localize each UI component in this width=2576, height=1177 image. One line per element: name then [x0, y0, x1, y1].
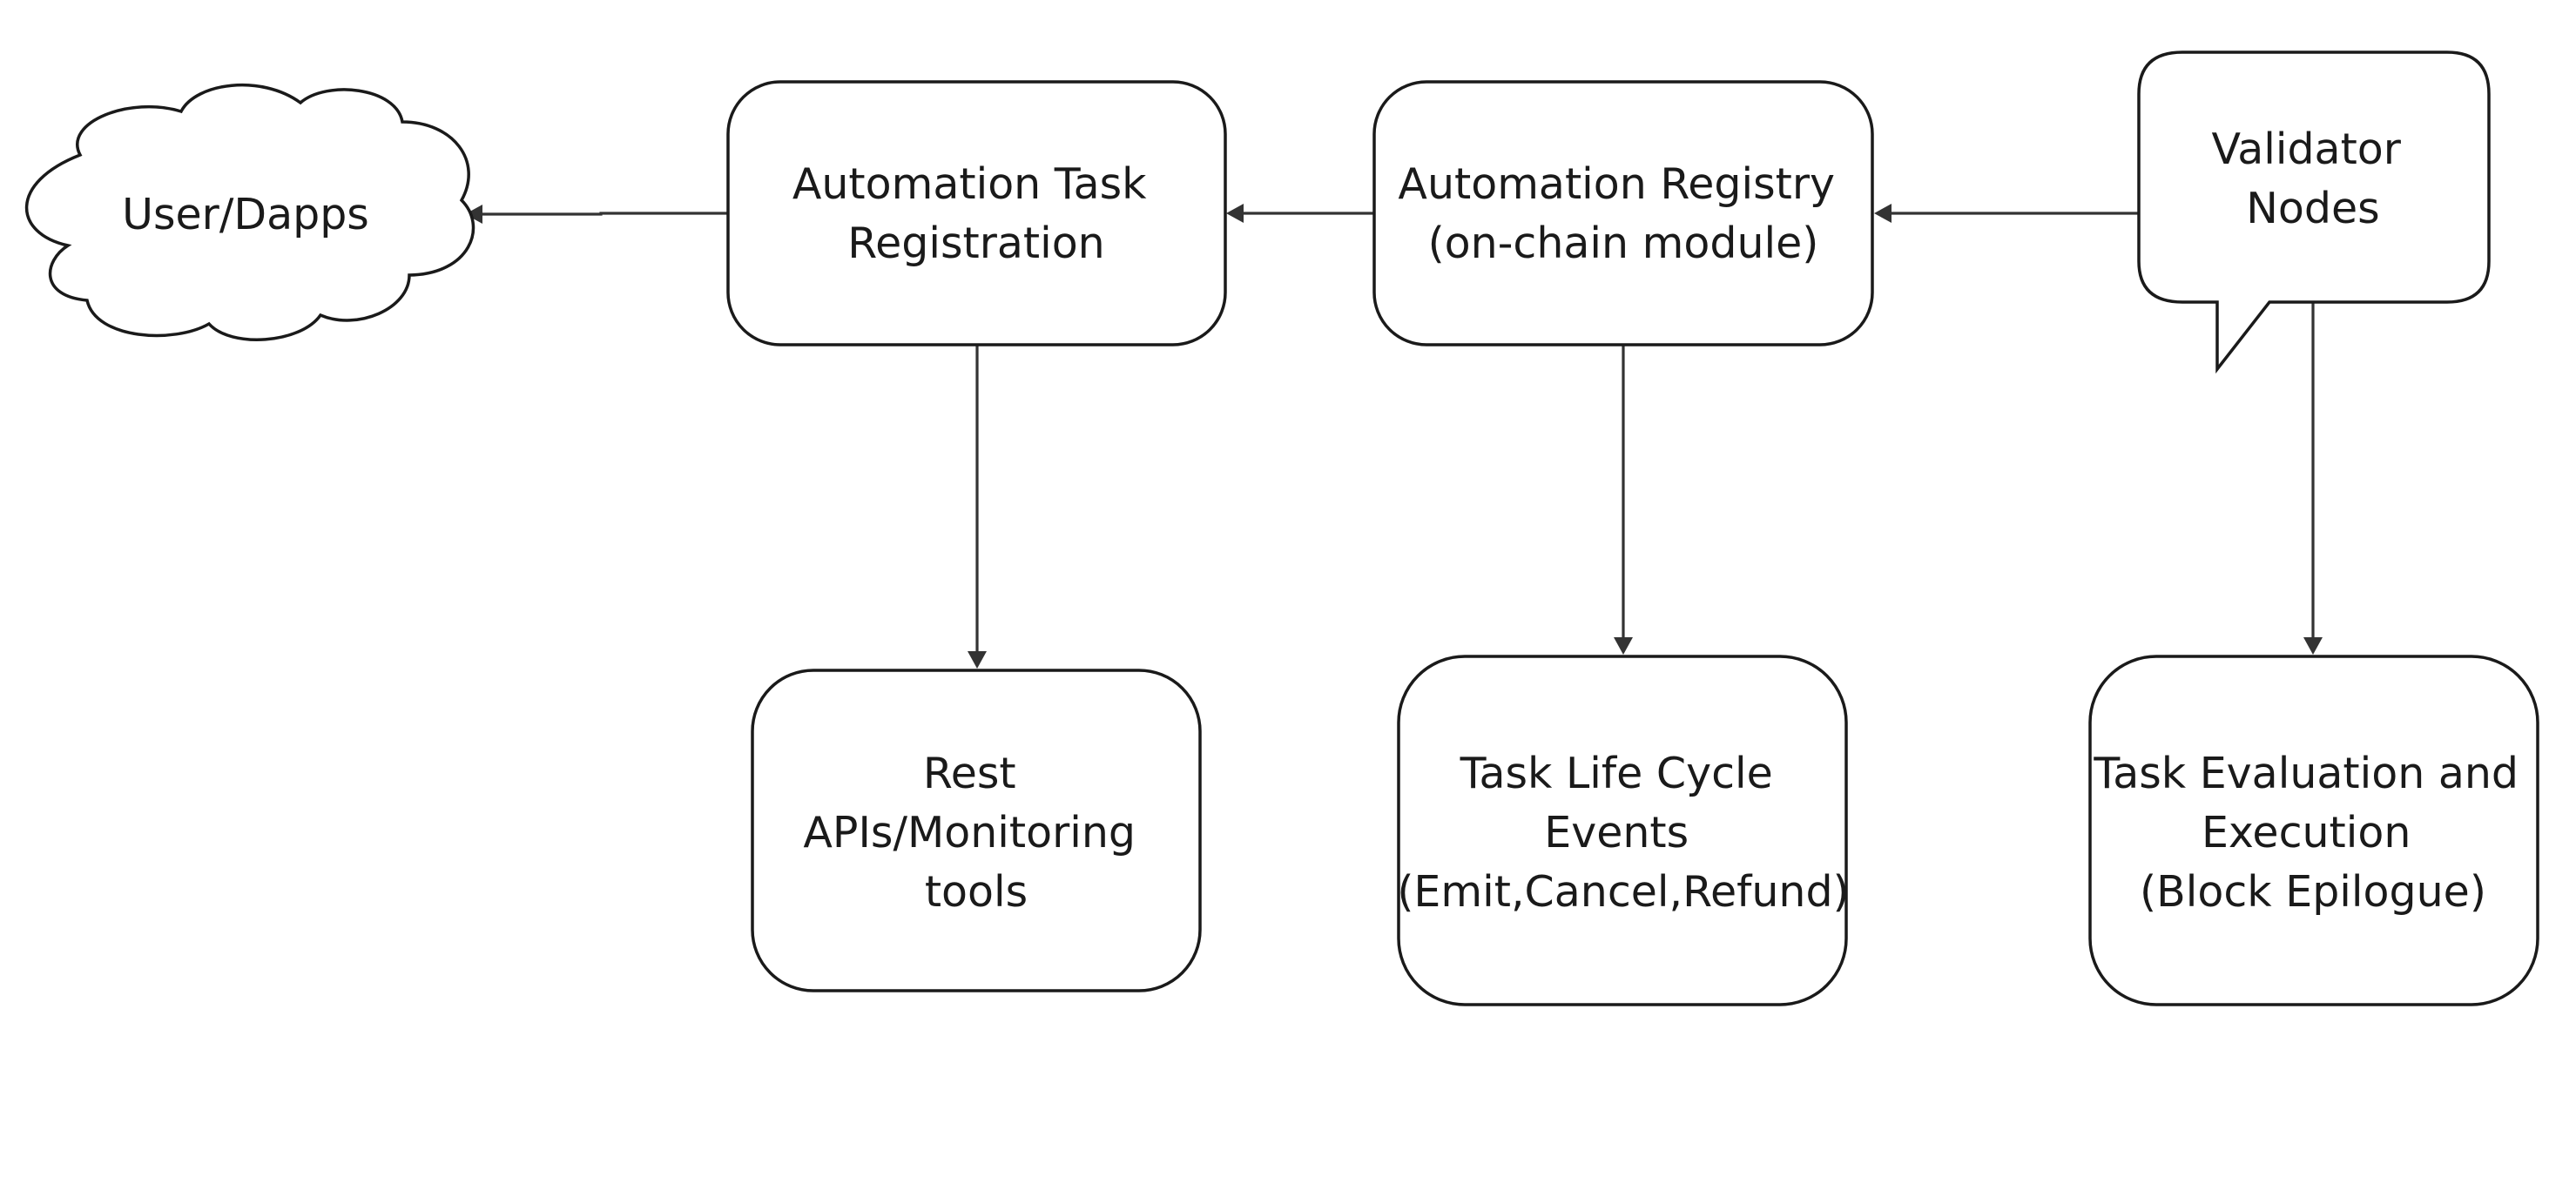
user-dapps-label: User/Dapps [122, 190, 369, 239]
rest-apis-box [751, 669, 1202, 992]
arrowhead-events [1614, 637, 1633, 655]
cloud-shape [24, 84, 475, 341]
rest-apis-label: Rest APIs/Monitoring tools [803, 749, 1149, 917]
arrowhead-registration [1226, 204, 1244, 223]
edges [465, 204, 2323, 669]
speech-bubble-shape [2137, 50, 2491, 374]
arrowhead-registry [1874, 204, 1892, 223]
edge-registration-to-user [477, 212, 728, 216]
registry-box [1372, 80, 1874, 346]
arrowhead-evaluation [2303, 637, 2323, 655]
node-automation-registry: Automation Registry (on-chain module) [1372, 80, 1874, 346]
node-rest-apis: Rest APIs/Monitoring tools [751, 669, 1202, 992]
arrowhead-user [465, 205, 482, 224]
registry-label: Automation Registry (on-chain module) [1398, 159, 1848, 268]
evaluation-label: Task Evaluation and Execution (Block Epi… [2093, 749, 2532, 917]
validator-label: Validator Nodes [2211, 124, 2414, 233]
node-task-lifecycle-events: Task Life Cycle Events (Emit,Cancel,Refu… [1397, 655, 1850, 1006]
node-automation-task-registration: Automation Task Registration [726, 80, 1227, 346]
lifecycle-label: Task Life Cycle Events (Emit,Cancel,Refu… [1397, 749, 1849, 917]
node-task-evaluation: Task Evaluation and Execution (Block Epi… [2088, 655, 2539, 1006]
registration-label: Automation Task Registration [792, 159, 1160, 268]
node-validator-nodes: Validator Nodes [2137, 50, 2491, 374]
lifecycle-box [1397, 655, 1848, 1006]
arrowhead-rest [968, 651, 987, 669]
evaluation-box [2088, 655, 2539, 1006]
node-user-dapps: User/Dapps [24, 84, 475, 341]
registration-box [726, 80, 1227, 346]
